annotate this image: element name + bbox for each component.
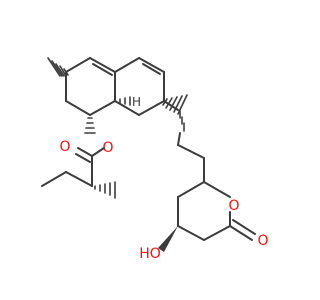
bond: [114, 57, 140, 73]
hash-segment: [55, 63, 65, 77]
methyl-left: [47, 57, 69, 77]
carbonyl-bond: [77, 147, 93, 157]
left-ring: [65, 57, 116, 116]
bond: [163, 100, 179, 111]
ring-oxygen-label: O: [228, 198, 239, 214]
molecule-structure-diagram: H O O O O: [41, 57, 269, 262]
bond: [65, 57, 91, 73]
bond: [138, 100, 165, 116]
hash-segment: [59, 65, 67, 77]
carbonyl-oxygen-label: O: [59, 139, 70, 155]
ring-junction-hydrogen-label: H: [132, 95, 141, 109]
junction-hydrogen-bond: [119, 96, 131, 106]
hydroxyl-wedge: [158, 226, 178, 252]
bond: [91, 147, 105, 157]
bond: [177, 181, 205, 198]
bond: [177, 225, 205, 241]
ester-oxygen-bond: [84, 117, 96, 134]
hash-segment: [165, 97, 173, 109]
bond: [41, 171, 67, 187]
methyl-butyrate-hash: [94, 181, 116, 199]
lactone-carbonyl-bond: [229, 225, 253, 241]
right-ring: [114, 57, 165, 116]
bond: [65, 171, 93, 187]
side-chain-hash: [179, 110, 185, 132]
bond: [89, 100, 116, 116]
lactone-ring: [177, 181, 256, 241]
bond: [177, 144, 205, 159]
hash-segment: [169, 96, 178, 111]
hydroxyl-label: HO: [139, 246, 161, 262]
hash-segment: [51, 60, 63, 77]
ester-oxygen-label: O: [102, 140, 113, 156]
bond: [138, 57, 165, 73]
bond: [203, 181, 231, 198]
hash-segment: [47, 57, 61, 77]
lactone-carbonyl-oxygen-label: O: [257, 233, 268, 249]
bond: [114, 100, 140, 116]
hash-segment: [63, 68, 69, 76]
lactone-carbonyl-double-bond: [232, 219, 256, 235]
carbonyl-double-bond: [75, 153, 91, 163]
double-bond-inner: [142, 63, 161, 75]
bond: [89, 57, 116, 73]
double-bond-inner: [92, 63, 113, 76]
bond: [65, 100, 91, 116]
bond: [203, 225, 231, 241]
methyl-right: [162, 94, 188, 115]
bond: [177, 132, 181, 146]
